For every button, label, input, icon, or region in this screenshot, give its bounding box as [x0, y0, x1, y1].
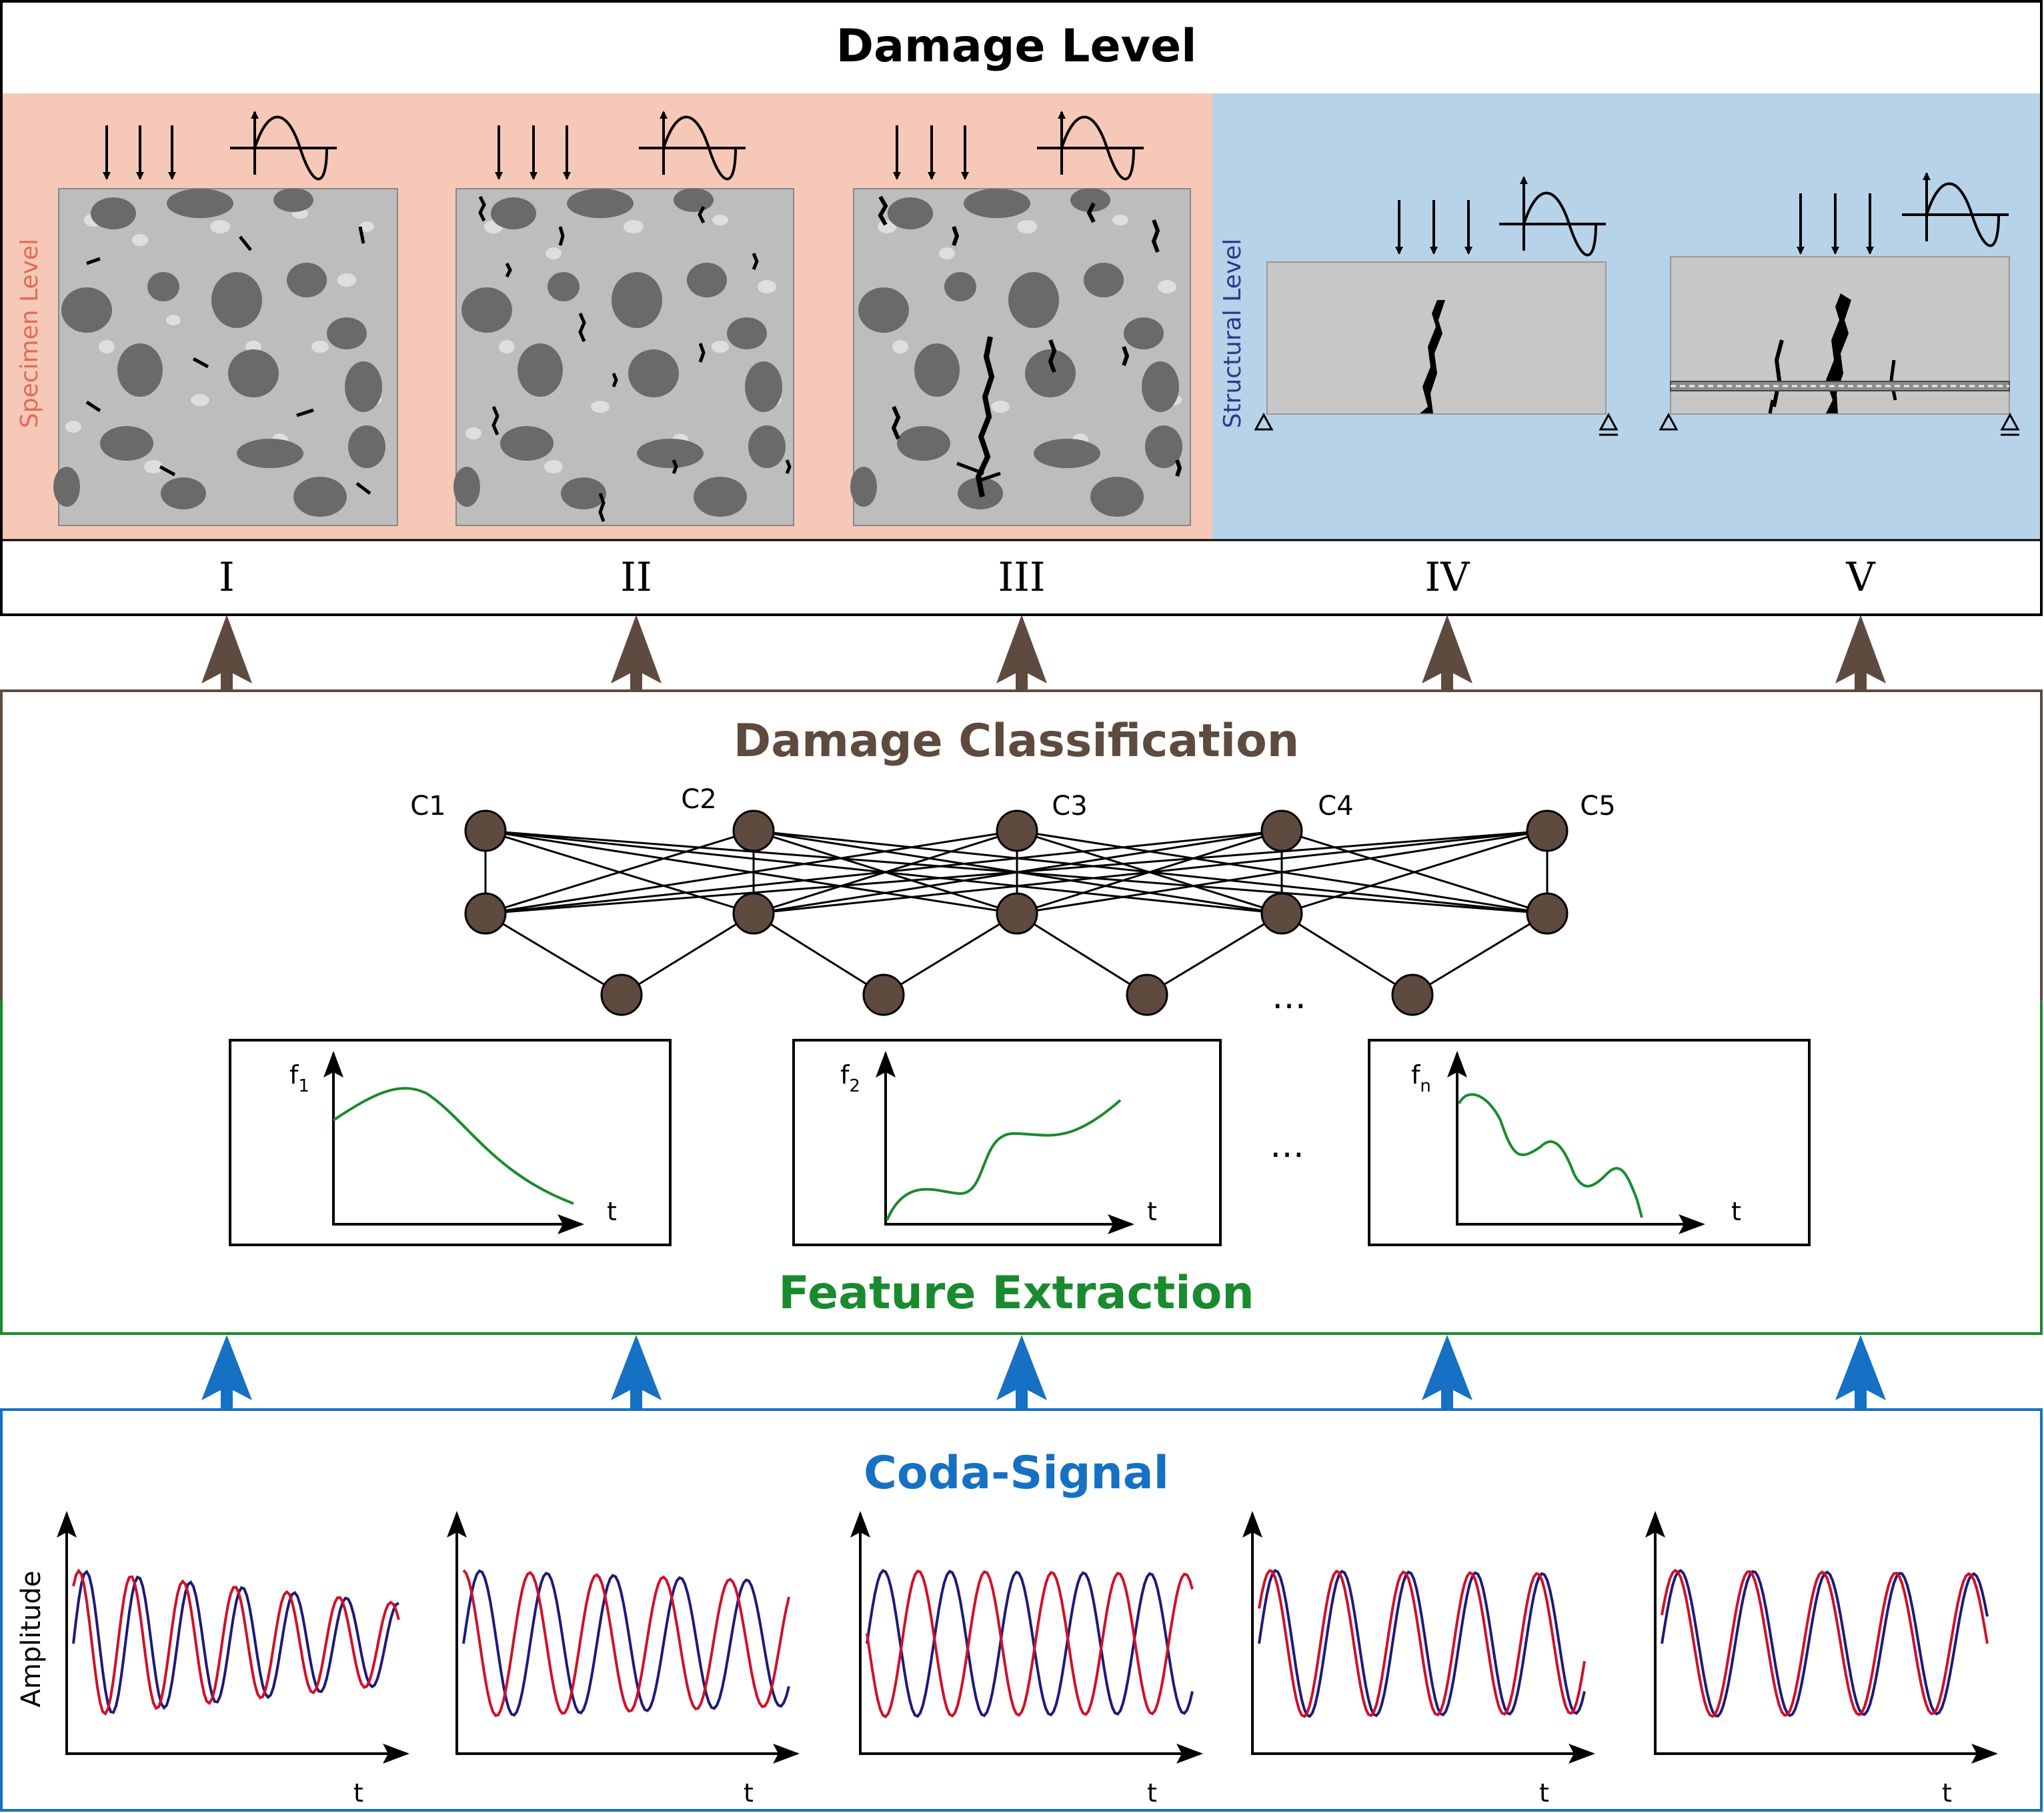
coda-t-label: t [1539, 1778, 1549, 1808]
network-edge [1016, 912, 1148, 996]
network-edge [485, 829, 1018, 915]
damage-classification-title: Damage Classification [734, 715, 1299, 767]
network-node [996, 892, 1038, 935]
network-edge [485, 829, 1282, 915]
network-node [1526, 892, 1569, 935]
network-node [1391, 974, 1434, 1016]
feature-plot-n: fn t [1368, 1039, 1811, 1246]
feature-1-ylabel: f1 [289, 1060, 309, 1096]
network-nodes [464, 809, 1569, 1016]
class-c3-label: C3 [1052, 791, 1087, 821]
network-node [600, 974, 643, 1016]
damage-level-title: Damage Level [836, 20, 1197, 73]
coda-t-label: t [1147, 1778, 1157, 1808]
network-node [996, 809, 1038, 852]
coda-signal-title: Coda-Signal [864, 1447, 1169, 1500]
network-edge [485, 829, 1548, 915]
signal-red-line [866, 1569, 1194, 1719]
feature-extraction-title: Feature Extraction [778, 1267, 1254, 1320]
coda-signal-panel: Coda-Signal Amplitude t t t t t [0, 1408, 2043, 1812]
coda-plot-4: t [1242, 1511, 1595, 1808]
signal-navy-line [72, 1569, 399, 1714]
coda-amplitude-label: Amplitude [16, 1571, 47, 1708]
signal-red-line [1661, 1568, 1989, 1718]
signal-red-line [1258, 1568, 1586, 1718]
signal-red-line [72, 1568, 400, 1716]
class-c2-label: C2 [681, 784, 716, 815]
signal-navy-line [866, 1569, 1194, 1718]
feature-1-xlabel: t [607, 1197, 617, 1226]
feature-ellipsis: … [1270, 1126, 1304, 1166]
coda-t-label: t [744, 1778, 754, 1808]
network-node [732, 892, 775, 935]
signal-navy-line [462, 1569, 790, 1717]
network-edge [1146, 912, 1282, 996]
network-edge [1016, 829, 1548, 915]
level-ii-label: II [620, 554, 652, 601]
network-node [732, 809, 775, 852]
damage-level-panel: Damage Level Specimen Level Structural L… [0, 0, 2043, 616]
network-edge [621, 912, 754, 996]
feature-2-xlabel: t [1147, 1197, 1157, 1226]
specimen-level-label: Specimen Level [16, 239, 43, 428]
structural-level-label: Structural Level [1219, 239, 1246, 429]
network-node [1526, 809, 1569, 852]
class-c1-label: C1 [410, 791, 445, 821]
feature-n-xlabel: t [1731, 1197, 1741, 1226]
beam-4 [1254, 261, 1619, 436]
feature-plot-1: f1 t [229, 1039, 672, 1246]
class-c5-label: C5 [1580, 791, 1615, 821]
level-iii-label: III [998, 554, 1045, 601]
network-node [1260, 809, 1303, 852]
network-edge [1412, 912, 1548, 996]
network-edge [485, 829, 754, 915]
feature-2-ylabel: f2 [840, 1060, 860, 1096]
network-node [862, 974, 905, 1016]
network-node [1126, 974, 1168, 1016]
coda-t-label: t [1942, 1778, 1952, 1808]
level-iv-label: IV [1424, 554, 1470, 601]
signal-red-line [462, 1569, 790, 1718]
signal-navy-line [1258, 1569, 1586, 1718]
coda-plot-3: t [850, 1511, 1203, 1808]
blue-arrows [201, 1335, 1886, 1410]
coda-plot-1: t [57, 1511, 409, 1808]
beam-5 [1659, 256, 2020, 436]
brown-arrows [201, 615, 1886, 690]
network-edge [485, 912, 622, 996]
network-node [1260, 892, 1303, 935]
feature-n-ylabel: fn [1411, 1060, 1431, 1096]
specimen-3 [850, 188, 1191, 526]
feature-plot-2: f2 t [792, 1039, 1222, 1246]
classification-panel: Damage Classification C1 C2 C3 C4 C5 … f… [0, 689, 2043, 1335]
network-edge [753, 829, 1548, 915]
network-edge [753, 912, 884, 996]
network-node [464, 892, 507, 935]
network-node [464, 809, 507, 852]
coda-plot-5: t [1645, 1511, 1998, 1808]
network-edge [883, 912, 1018, 996]
specimen-2 [453, 188, 794, 526]
network-edge [1281, 912, 1413, 996]
coda-t-label: t [353, 1778, 363, 1808]
class-c4-label: C4 [1318, 791, 1353, 821]
specimen-1 [53, 188, 398, 526]
network-edge [1281, 829, 1548, 915]
level-v-label: V [1845, 554, 1876, 601]
level-i-label: I [219, 554, 235, 601]
network-ellipsis: … [1272, 977, 1306, 1017]
coda-plot-2: t [447, 1511, 800, 1808]
load-symbols [103, 111, 2009, 257]
